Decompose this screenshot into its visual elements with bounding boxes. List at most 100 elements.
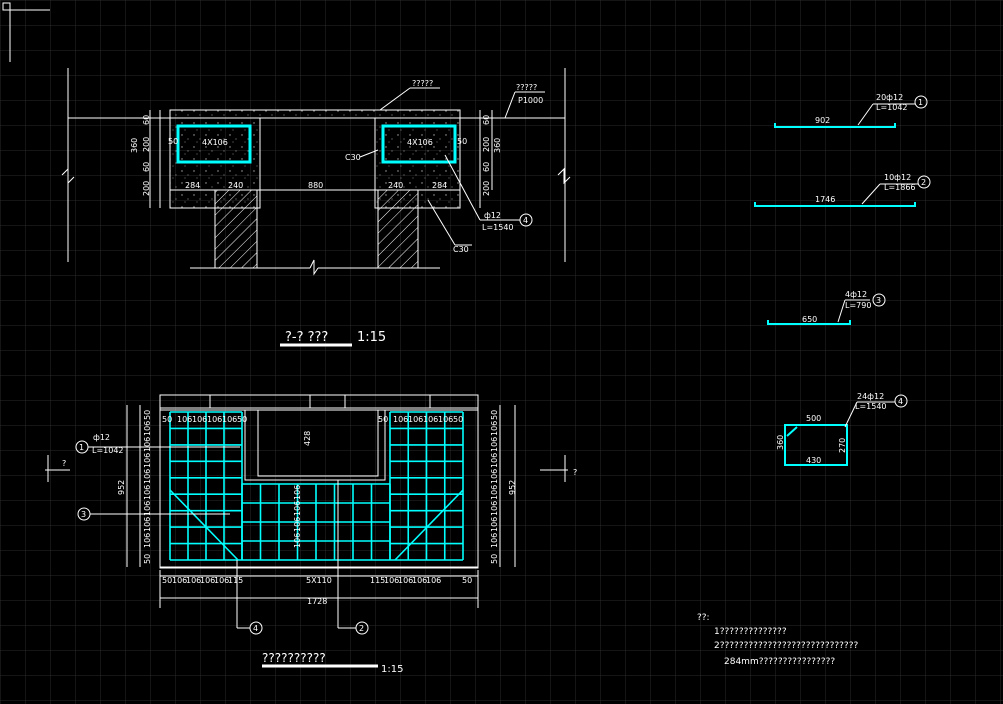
bar-1[interactable]: 902 20ф12 L=1042 1: [774, 93, 928, 128]
section-scale: 1:15: [357, 330, 386, 345]
side-left-tick: 106: [143, 485, 152, 500]
plan-height-right: 952: [508, 480, 517, 495]
bar-4-dim-top: 500: [806, 414, 821, 423]
top-left-tick: 106: [222, 415, 237, 424]
ucs-icon: [2, 2, 50, 62]
bar-schedule[interactable]: 902 20ф12 L=1042 1 1746 10ф12 L=1866 2 6…: [754, 93, 931, 466]
bar-1-spec: 20ф12: [876, 93, 903, 102]
bars-right-label: 4X106: [407, 138, 433, 147]
bottom-tick: 50: [462, 576, 472, 585]
bar-4-dim-left: 360: [776, 435, 785, 450]
side-left-tick: 106: [143, 469, 152, 484]
bottom-tick: 106: [384, 576, 399, 585]
bottom-tick: 106: [172, 576, 187, 585]
mid-tick: 106: [293, 501, 302, 516]
concrete-label-1: C30: [345, 153, 361, 162]
bottom-tick: 115: [370, 576, 385, 585]
notes-line-3: 284mm????????????????: [724, 657, 835, 667]
side-right-tick: 50: [490, 410, 499, 420]
section-title: ?-? ???: [285, 330, 328, 345]
dim-bottom-1: 284: [185, 181, 200, 190]
side-left-tick: 106: [143, 517, 152, 532]
bottom-tick: 106: [398, 576, 413, 585]
dim-left-3: 60: [142, 162, 151, 172]
marker-2-label: 2: [359, 624, 364, 633]
notes-line-1: 1??????????????: [714, 627, 787, 637]
bar-2[interactable]: 1746 10ф12 L=1866 2: [754, 173, 931, 207]
cover-right-label: 50: [457, 137, 467, 146]
stirrup-len: L=1540: [482, 223, 514, 232]
plan-width-total: 1728: [307, 597, 327, 606]
bottom-tick: 106: [186, 576, 201, 585]
top-right-tick: 50: [378, 415, 388, 424]
bars-left-label: 4X106: [202, 138, 228, 147]
bar-4-dim-right: 270: [838, 438, 847, 453]
dim-bottom-2: 240: [228, 181, 243, 190]
dim-right-1: 60: [482, 115, 491, 125]
top-left-tick: 106: [177, 415, 192, 424]
dim-right-4: 200: [482, 181, 491, 196]
bar-4-len: L=1540: [855, 402, 887, 411]
stirrup-mark: 4: [523, 216, 528, 225]
bar-3[interactable]: 650 4ф12 L=790 3: [767, 290, 886, 325]
top-right-tick: 106: [393, 415, 408, 424]
dim-right-total: 360: [493, 138, 502, 153]
bar-1-mark: 1: [918, 98, 923, 107]
side-right-tick: 106: [490, 469, 499, 484]
side-right-tick: 50: [490, 554, 499, 564]
bottom-tick: 106: [200, 576, 215, 585]
side-left-tick: 106: [143, 453, 152, 468]
plan-scale: 1:15: [381, 664, 403, 675]
notes: ??: 1?????????????? 2???????????????????…: [697, 613, 858, 667]
dim-bottom-4: 240: [388, 181, 403, 190]
dim-left-total: 360: [130, 138, 139, 153]
bar-1-dim: 902: [815, 116, 830, 125]
marker-3-label: 3: [81, 510, 86, 519]
section-mark-left: ?: [62, 459, 66, 468]
bar-2-len: L=1866: [884, 183, 916, 192]
top-left-tick: 106: [192, 415, 207, 424]
bar-4[interactable]: 500 360 430 270 24ф12 L=1540 4: [776, 392, 908, 466]
dim-left-2: 200: [142, 137, 151, 152]
marker-4-label: 4: [253, 624, 258, 633]
dim-left-1: 60: [142, 115, 151, 125]
mid-tick: 106: [293, 533, 302, 548]
marker-1-label: 1: [79, 443, 84, 452]
side-right-tick: 106: [490, 501, 499, 516]
top-right-tick: 106: [423, 415, 438, 424]
opening-height: 428: [303, 431, 312, 446]
top-right-tick: 106: [438, 415, 453, 424]
side-left-tick: 50: [143, 410, 152, 420]
side-right-tick: 106: [490, 437, 499, 452]
notes-line-2: 2?????????????????????????????: [714, 641, 858, 651]
top-left-tick: 50: [237, 415, 247, 424]
side-right-tick: 106: [490, 517, 499, 532]
dim-bottom-5: 284: [432, 181, 447, 190]
concrete-label-2: C30: [453, 245, 469, 254]
bottom-tick: 106: [426, 576, 441, 585]
mid-dim: 5X110: [306, 576, 332, 585]
marker-1-spec: ф12: [93, 433, 110, 442]
bar-3-mark: 3: [876, 296, 881, 305]
side-left-tick: 50: [143, 554, 152, 564]
mid-tick: 106: [293, 485, 302, 500]
bar-4-mark: 4: [898, 397, 903, 406]
bar-1-len: L=1042: [876, 103, 908, 112]
side-left-tick: 106: [143, 421, 152, 436]
top-right-tick: 106: [408, 415, 423, 424]
bottom-tick: 106: [412, 576, 427, 585]
marker-1-len: L=1042: [92, 446, 124, 455]
side-right-tick: 106: [490, 533, 499, 548]
top-left-tick: 106: [207, 415, 222, 424]
bar-3-dim: 650: [802, 315, 817, 324]
notes-header: ??:: [697, 613, 710, 623]
stirrup-spec: ф12: [484, 211, 501, 220]
top-right-tick: 50: [453, 415, 463, 424]
dim-right-2: 200: [482, 137, 491, 152]
dim-bottom-3: 880: [308, 181, 323, 190]
cover-left-label: 50: [168, 137, 178, 146]
section-view[interactable]: 4X106 4X106 50 50 360 60 200 60 200 360 …: [61, 68, 571, 347]
bar-3-spec: 4ф12: [845, 290, 867, 299]
plan-view[interactable]: 952 952 428 5X110 1728 ? ? 1 ф12 L=1042 …: [45, 394, 577, 675]
